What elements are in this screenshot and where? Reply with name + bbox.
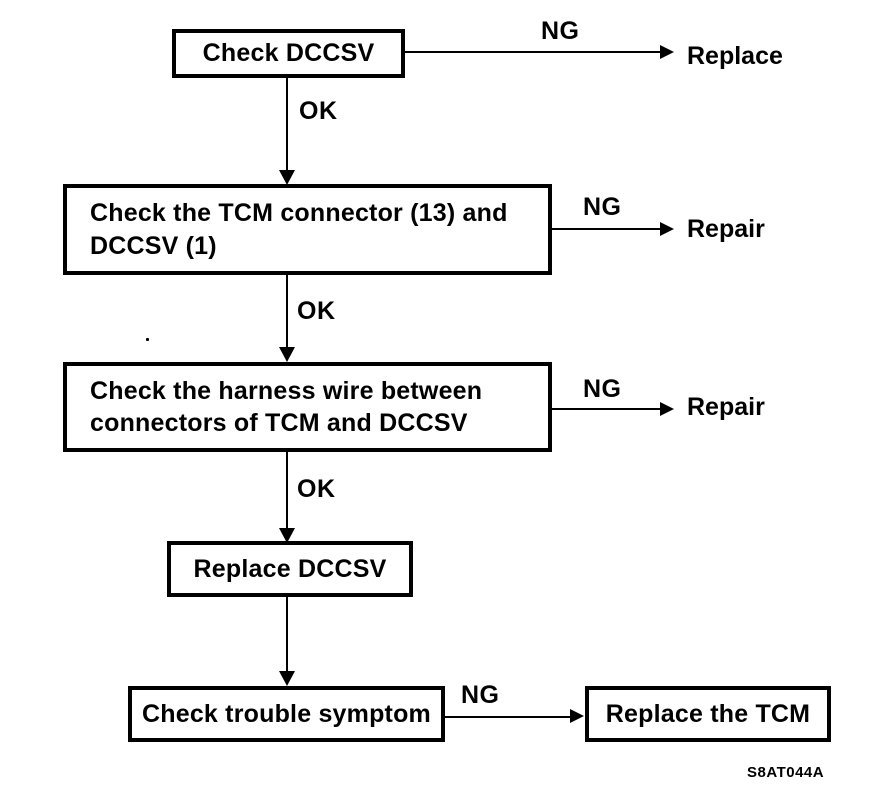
label-ok-3: OK — [297, 475, 336, 503]
connector-line-ng-4 — [444, 716, 572, 718]
arrow-right-icon — [570, 709, 584, 723]
arrow-right-icon — [660, 402, 674, 416]
arrow-down-icon — [279, 528, 295, 543]
flow-box-check-harness-wire-label: Check the harness wire between connector… — [90, 376, 483, 438]
label-ng-2: NG — [583, 193, 622, 221]
result-repair-1: Repair — [687, 215, 765, 243]
label-ok-2: OK — [297, 297, 336, 325]
flow-box-check-dccsv-label: Check DCCSV — [202, 39, 375, 68]
scan-noise-dot — [146, 338, 149, 341]
flow-box-replace-dccsv-label: Replace DCCSV — [193, 554, 387, 583]
arrow-right-icon — [660, 45, 674, 59]
arrow-down-icon — [279, 671, 295, 686]
connector-line-ng-1 — [405, 51, 662, 53]
result-replace: Replace — [687, 42, 783, 70]
label-ng-4: NG — [461, 681, 500, 709]
figure-code: S8AT044A — [747, 764, 825, 781]
flow-box-check-dccsv: Check DCCSV — [172, 29, 405, 78]
connector-line-ng-2 — [552, 228, 662, 230]
connector-line-down-3 — [286, 452, 288, 530]
arrow-down-icon — [279, 170, 295, 185]
label-ng-3: NG — [583, 375, 622, 403]
flow-box-check-tcm-connector: Check the TCM connector (13) and DCCSV (… — [63, 184, 552, 275]
flow-box-check-tcm-connector-label: Check the TCM connector (13) and DCCSV (… — [90, 199, 508, 260]
flow-box-check-harness-wire: Check the harness wire between connector… — [63, 362, 552, 452]
connector-line-down-2 — [286, 275, 288, 348]
arrow-down-icon — [279, 347, 295, 362]
flow-box-replace-dccsv: Replace DCCSV — [167, 541, 413, 597]
label-ng-1: NG — [541, 17, 580, 45]
flow-box-check-trouble-symptom: Check trouble symptom — [128, 686, 445, 742]
connector-line-down-4 — [286, 597, 288, 673]
connector-line-ng-3 — [552, 408, 662, 410]
flow-box-check-trouble-symptom-label: Check trouble symptom — [142, 699, 431, 728]
connector-line-down-1 — [286, 78, 288, 171]
arrow-right-icon — [660, 222, 674, 236]
result-repair-2: Repair — [687, 393, 765, 421]
label-ok-1: OK — [299, 97, 338, 125]
flow-box-replace-the-tcm-label: Replace the TCM — [605, 699, 811, 728]
flow-box-replace-the-tcm: Replace the TCM — [585, 686, 831, 742]
